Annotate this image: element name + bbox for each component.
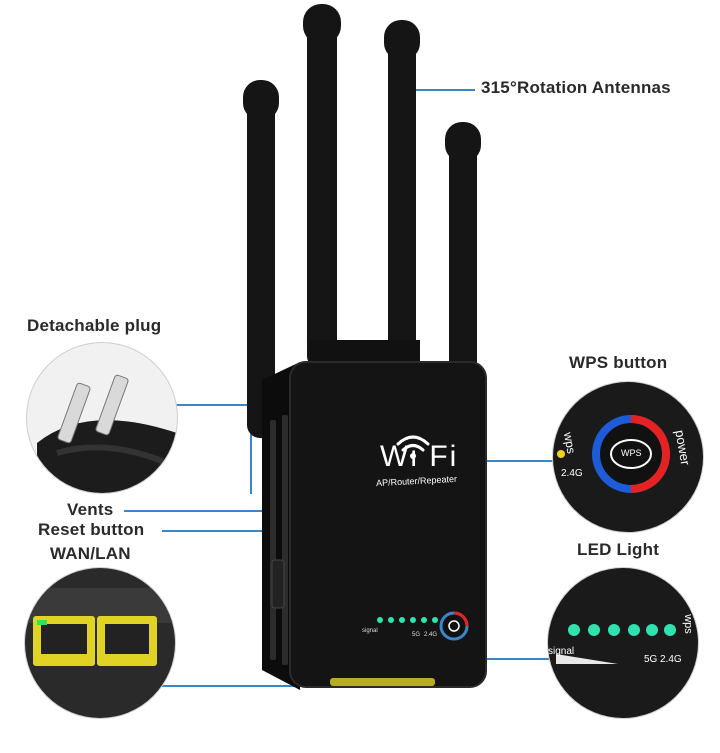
- reset-connector-line: [162, 530, 284, 532]
- led-label: LED Light: [577, 540, 660, 559]
- vents-connector-line: [124, 510, 288, 512]
- antenna-left: [243, 80, 279, 438]
- antennas-label: 315°Rotation Antennas: [481, 78, 671, 97]
- antenna-center-right: [384, 20, 420, 371]
- plug-closeup: [27, 343, 177, 493]
- device-24g-label: 2.4G: [424, 632, 438, 638]
- reset-label: Reset button: [38, 520, 145, 539]
- led-5g-text: 5G: [644, 654, 658, 665]
- wanlan-closeup: [25, 568, 175, 718]
- wps-label: WPS button: [569, 353, 668, 372]
- plug-connector-line: [150, 404, 252, 406]
- plug-connector-line-vertical: [250, 404, 252, 494]
- led-signal-text: signal: [548, 646, 575, 657]
- plug-label: Detachable plug: [27, 316, 162, 335]
- device-brand: Wi Fi: [380, 440, 459, 473]
- antenna-center-left: [303, 4, 341, 370]
- vents-label: Vents: [67, 500, 114, 519]
- antenna-right: [445, 122, 481, 438]
- device-5g-label: 5G: [412, 632, 421, 638]
- antenna-connector-line: [397, 89, 475, 91]
- wps-connector-line: [462, 460, 568, 462]
- led-24g-text: 2.4G: [660, 654, 682, 665]
- device-signal-label: signal: [362, 628, 378, 634]
- wps-left-text-24g: 2.4G: [561, 468, 583, 479]
- wps-closeup: WPS wps 2.4G power: [553, 382, 703, 532]
- wanlan-label: WAN/LAN: [50, 544, 131, 563]
- wanlan-connector-line: [140, 685, 405, 687]
- led-closeup: signal 5G 2.4G wps: [548, 568, 698, 718]
- wps-ring-text: WPS: [621, 448, 642, 458]
- led-wps-text: wps: [681, 614, 694, 634]
